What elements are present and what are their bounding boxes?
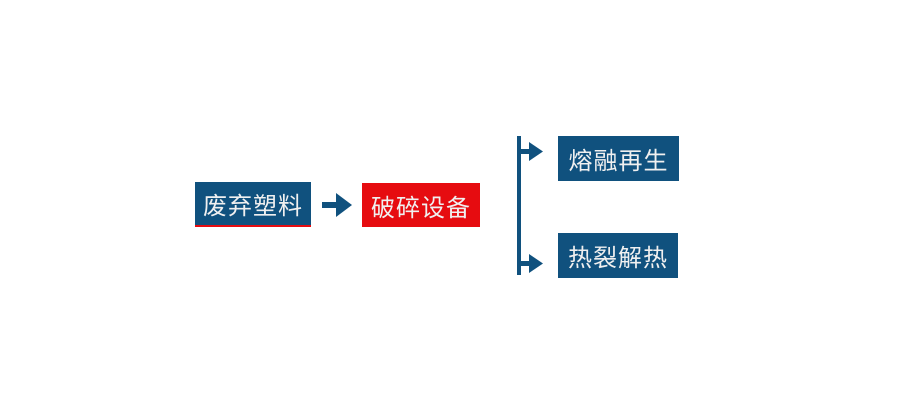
flow-node-melt-regeneration-label: 熔融再生 [568,148,669,175]
flow-node-melt-regeneration: 熔融再生 [558,136,679,181]
branch-line [517,136,521,275]
flow-node-crushing-equipment-label: 破碎设备 [371,194,471,222]
arrow-right-icon [322,193,352,217]
branch-arrow-top-icon [521,142,543,161]
flow-node-waste-plastic-label: 废弃塑料 [203,193,303,220]
flow-node-crushing-equipment: 破碎设备 [362,183,480,227]
flow-node-pyrolysis-heat-label: 热裂解热 [568,245,668,272]
flow-node-pyrolysis-heat: 热裂解热 [558,233,678,278]
flow-node-waste-plastic: 废弃塑料 [195,182,311,227]
branch-connector-icon [517,136,543,275]
branch-arrow-bottom-icon [521,254,543,273]
